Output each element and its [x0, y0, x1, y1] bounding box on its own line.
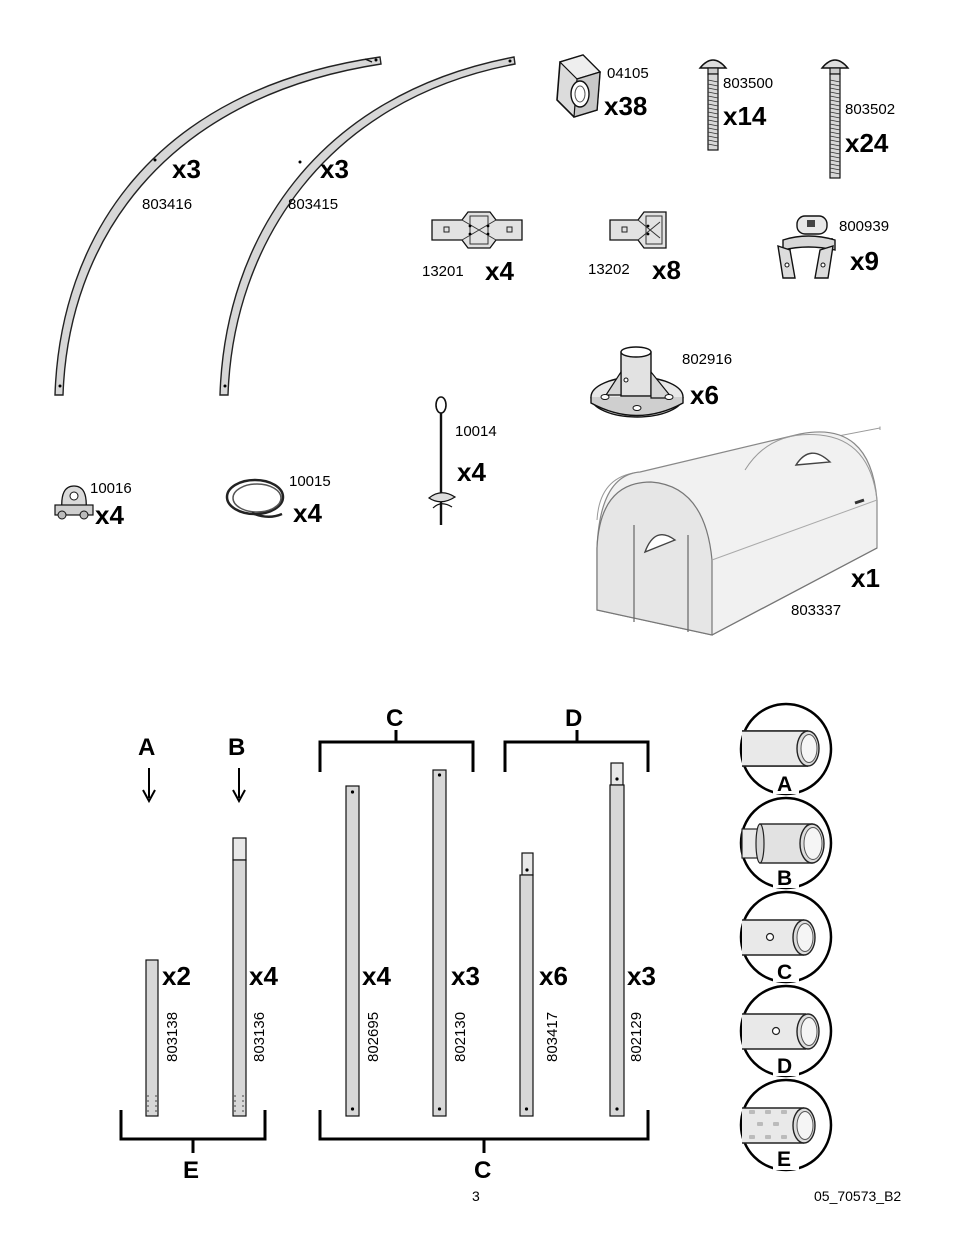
- label-c-bottom: C: [474, 1157, 491, 1184]
- hex-nut-qty: x38: [604, 91, 647, 121]
- connector-13202-code: 13202: [588, 261, 630, 278]
- arc-pole-803415: [219, 56, 516, 396]
- tube-802129-code: 802129: [628, 1012, 645, 1062]
- tube-803138-qty: x2: [162, 961, 191, 991]
- arc-pole-803415-qty: x3: [320, 154, 349, 184]
- label-b: B: [228, 734, 245, 761]
- anchor-qty: x4: [457, 457, 486, 487]
- tube-803136-code: 803136: [251, 1012, 268, 1062]
- ground-anchor-icon: [427, 396, 457, 525]
- carriage-bolt-icon: [698, 59, 728, 151]
- detail-label-e: E: [777, 1148, 791, 1171]
- bracket-c-bottom: [318, 1110, 650, 1153]
- arrow-down-a-icon: [142, 789, 156, 804]
- bolt-803502-qty: x24: [845, 128, 889, 158]
- base-plate-code: 802916: [682, 351, 732, 368]
- long-carriage-bolt-icon: [820, 59, 850, 179]
- anchor-code: 10014: [455, 423, 497, 440]
- label-e-bottom: E: [183, 1157, 199, 1184]
- clamp-800939-qty: x9: [850, 246, 879, 276]
- tube-802130-code: 802130: [452, 1012, 469, 1062]
- detail-label-b: B: [777, 867, 792, 890]
- tube-803417: [519, 852, 534, 1117]
- detail-label-d: D: [777, 1055, 792, 1078]
- tube-803417-qty: x6: [539, 961, 568, 991]
- tube-803138: [145, 959, 159, 1117]
- detail-circle-b: [739, 796, 833, 890]
- detail-label-a: A: [777, 773, 792, 796]
- tube-802695-qty: x4: [362, 961, 391, 991]
- end-connector-plate-icon: [609, 211, 667, 249]
- connector-13201-code: 13201: [422, 263, 464, 280]
- cable-code: 10015: [289, 473, 331, 490]
- tube-803417-code: 803417: [544, 1012, 561, 1062]
- page-number: 3: [472, 1188, 480, 1204]
- arc-pole-803416: [54, 56, 382, 396]
- detail-circle-c: [739, 890, 833, 984]
- greenhouse-cover-icon: [596, 426, 881, 636]
- bolt-803500-qty: x14: [723, 101, 767, 131]
- arc-pole-803416-code: 803416: [142, 196, 192, 213]
- label-c-top: C: [386, 705, 403, 732]
- wire-rope-clip-icon: [54, 485, 94, 520]
- tube-802130-qty: x3: [451, 961, 480, 991]
- hex-nut-code: 04105: [607, 65, 649, 82]
- cover-qty: x1: [851, 563, 880, 593]
- wire-clip-code: 10016: [90, 480, 132, 497]
- tube-802695: [345, 785, 360, 1117]
- cross-connector-plate-icon: [431, 211, 523, 249]
- detail-circle-d: [739, 984, 833, 1078]
- cover-code: 803337: [791, 602, 841, 619]
- bracket-d-top: [503, 730, 650, 772]
- base-plate-icon: [590, 346, 684, 418]
- tube-802130: [432, 769, 447, 1117]
- bolt-803500-code: 803500: [723, 75, 773, 92]
- clamp-800939-code: 800939: [839, 218, 889, 235]
- bolt-803502-code: 803502: [845, 101, 895, 118]
- bracket-c-top: [318, 730, 475, 772]
- document-code: 05_70573_B2: [814, 1188, 901, 1204]
- tube-803138-code: 803138: [164, 1012, 181, 1062]
- detail-circle-a: [739, 702, 833, 796]
- wire-clip-qty: x4: [95, 500, 124, 530]
- tube-802695-code: 802695: [365, 1012, 382, 1062]
- pipe-clamp-icon: [777, 215, 836, 279]
- connector-13202-qty: x8: [652, 255, 681, 285]
- tube-803136-qty: x4: [249, 961, 278, 991]
- cable-qty: x4: [293, 498, 322, 528]
- detail-label-c: C: [777, 961, 792, 984]
- bracket-e-bottom: [119, 1110, 267, 1153]
- base-plate-qty: x6: [690, 380, 719, 410]
- connector-13201-qty: x4: [485, 256, 514, 286]
- arc-pole-803415-code: 803415: [288, 196, 338, 213]
- arrow-down-b-icon: [232, 789, 246, 804]
- label-d-top: D: [565, 705, 582, 732]
- arc-pole-803416-qty: x3: [172, 154, 201, 184]
- label-a: A: [138, 734, 155, 761]
- detail-circle-e: [739, 1078, 833, 1172]
- steel-cable-icon: [225, 478, 285, 518]
- tube-802129-qty: x3: [627, 961, 656, 991]
- tube-803136: [232, 837, 247, 1117]
- tube-802129: [609, 762, 625, 1117]
- hex-nut-icon: [556, 54, 602, 118]
